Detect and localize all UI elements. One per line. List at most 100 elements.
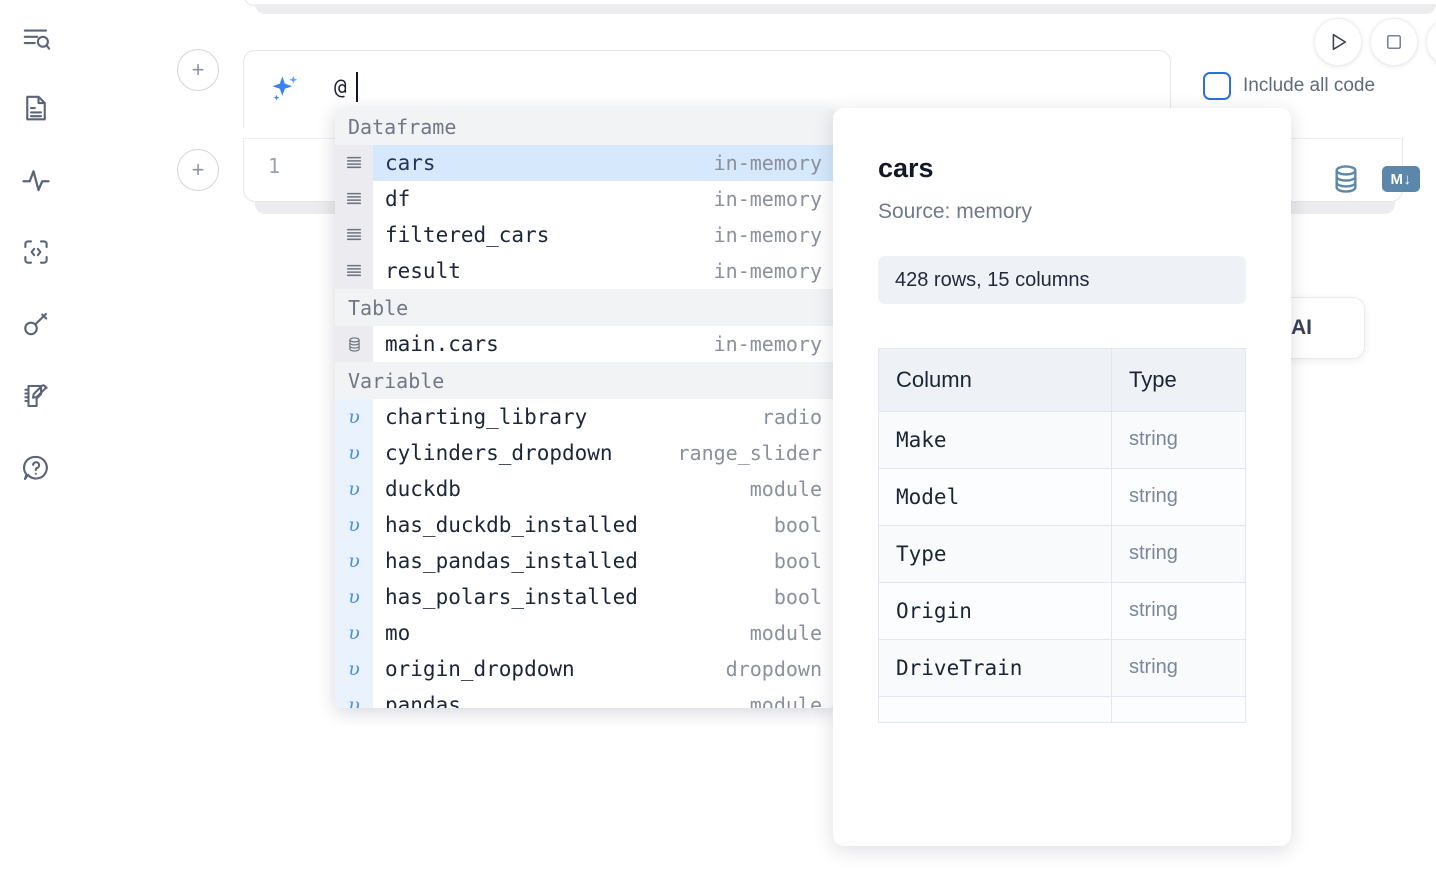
include-all-code-checkbox[interactable] <box>1203 72 1231 100</box>
database-icon[interactable] <box>1330 163 1362 195</box>
dataframe-rows-icon <box>335 253 373 289</box>
autocomplete-item-name: charting_library <box>385 405 588 429</box>
autocomplete-item[interactable]: υ has_polars_installed bool <box>335 579 835 615</box>
autocomplete-item[interactable]: υ charting_library radio <box>335 399 835 435</box>
variable-icon: υ <box>335 579 373 615</box>
autocomplete-item-name: duckdb <box>385 477 461 501</box>
dataframe-rows-icon <box>335 181 373 217</box>
autocomplete-item-type: module <box>749 621 822 645</box>
schema-column-name: Make <box>896 428 947 452</box>
include-all-code-row[interactable]: Include all code <box>1203 72 1375 100</box>
autocomplete-item-type: range_slider <box>677 441 823 465</box>
schema-column-name: DriveTrain <box>896 656 1023 680</box>
explore-search-icon[interactable] <box>14 16 58 60</box>
autocomplete-item-name: cylinders_dropdown <box>385 441 613 465</box>
left-icon-rail <box>0 0 72 874</box>
markdown-badge[interactable]: M↓ <box>1382 166 1420 192</box>
play-icon <box>1332 33 1347 51</box>
line-number: 1 <box>268 154 281 178</box>
cell-toolbar: M↓ <box>1330 163 1420 195</box>
sparkle-ai-icon <box>272 75 298 101</box>
variable-icon: υ <box>335 471 373 507</box>
database-table-icon <box>335 326 373 362</box>
autocomplete-section-header: Table <box>335 289 835 326</box>
variable-icon: υ <box>335 651 373 687</box>
variable-icon: υ <box>335 615 373 651</box>
help-question-icon[interactable] <box>14 446 58 490</box>
autocomplete-item-name: df <box>385 187 411 211</box>
file-document-icon[interactable] <box>14 86 58 130</box>
doc-title: cars <box>878 153 934 183</box>
autocomplete-item-type: module <box>749 693 822 708</box>
add-cell-button-top[interactable]: + <box>177 49 219 91</box>
schema-column-name: Origin <box>896 599 972 623</box>
plus-icon: + <box>191 157 205 182</box>
autocomplete-item-type: module <box>749 477 822 501</box>
more-actions-button[interactable] <box>1426 18 1436 66</box>
autocomplete-item-type: dropdown <box>725 657 822 681</box>
autocomplete-item-name: mo <box>385 621 411 645</box>
key-secrets-icon[interactable] <box>14 302 58 346</box>
autocomplete-item[interactable]: result in-memory <box>335 253 835 289</box>
autocomplete-item[interactable]: υ has_pandas_installed bool <box>335 543 835 579</box>
autocomplete-item-name: has_polars_installed <box>385 585 638 609</box>
autocomplete-item[interactable]: υ has_duckdb_installed bool <box>335 507 835 543</box>
autocomplete-item-name: has_duckdb_installed <box>385 513 638 537</box>
notebook-edit-icon[interactable] <box>14 374 58 418</box>
activity-pulse-icon[interactable] <box>14 158 58 202</box>
autocomplete-item-type: bool <box>773 585 822 609</box>
documentation-panel: cars Source: memory 428 rows, 15 columns… <box>833 108 1291 846</box>
autocomplete-section-header: Variable <box>335 362 835 399</box>
schema-table-row: DriveTrain string <box>878 640 1246 697</box>
autocomplete-item-name: cars <box>385 151 436 175</box>
variable-icon: υ <box>335 543 373 579</box>
add-cell-button-bottom[interactable]: + <box>177 149 219 191</box>
autocomplete-item[interactable]: filtered_cars in-memory <box>335 217 835 253</box>
autocomplete-item-name: main.cars <box>385 332 499 356</box>
schema-column-type: string <box>1111 412 1245 468</box>
schema-column-type: string <box>1111 583 1245 639</box>
doc-source: Source: memory <box>878 200 1033 223</box>
autocomplete-item-name: result <box>385 259 461 283</box>
schema-table-row: Model string <box>878 469 1246 526</box>
autocomplete-item-type: radio <box>761 405 822 429</box>
schema-column-header: Type <box>1111 349 1245 411</box>
schema-table-row: Make string <box>878 412 1246 469</box>
run-button[interactable] <box>1314 18 1362 66</box>
variable-icon: υ <box>335 687 373 708</box>
variable-icon: υ <box>335 507 373 543</box>
variable-icon: υ <box>335 399 373 435</box>
autocomplete-item[interactable]: df in-memory <box>335 181 835 217</box>
autocomplete-item-type: in-memory <box>713 223 822 247</box>
stop-button[interactable] <box>1370 18 1418 66</box>
doc-shape-badge: 428 rows, 15 columns <box>878 256 1246 304</box>
dataframe-rows-icon <box>335 145 373 181</box>
autocomplete-item-type: bool <box>773 513 822 537</box>
cell-above-footer <box>255 4 1436 14</box>
autocomplete-item-type: bool <box>773 549 822 573</box>
autocomplete-item-name: filtered_cars <box>385 223 550 247</box>
schema-column-name: Model <box>896 485 960 509</box>
plus-icon: + <box>191 57 205 82</box>
variable-icon: υ <box>335 435 373 471</box>
schema-column-type: string <box>1111 640 1245 696</box>
autocomplete-item-type: in-memory <box>713 259 822 283</box>
code-snippet-icon[interactable] <box>14 230 58 274</box>
schema-column-type: string <box>1111 469 1245 525</box>
autocomplete-item-type: in-memory <box>713 187 822 211</box>
text-caret <box>356 72 358 102</box>
autocomplete-item-name: has_pandas_installed <box>385 549 638 573</box>
ai-prompt-input[interactable]: @ <box>334 75 347 99</box>
stop-square-icon <box>1386 34 1402 50</box>
schema-column-header: Column <box>896 367 972 392</box>
autocomplete-item[interactable]: υ cylinders_dropdown range_slider <box>335 435 835 471</box>
